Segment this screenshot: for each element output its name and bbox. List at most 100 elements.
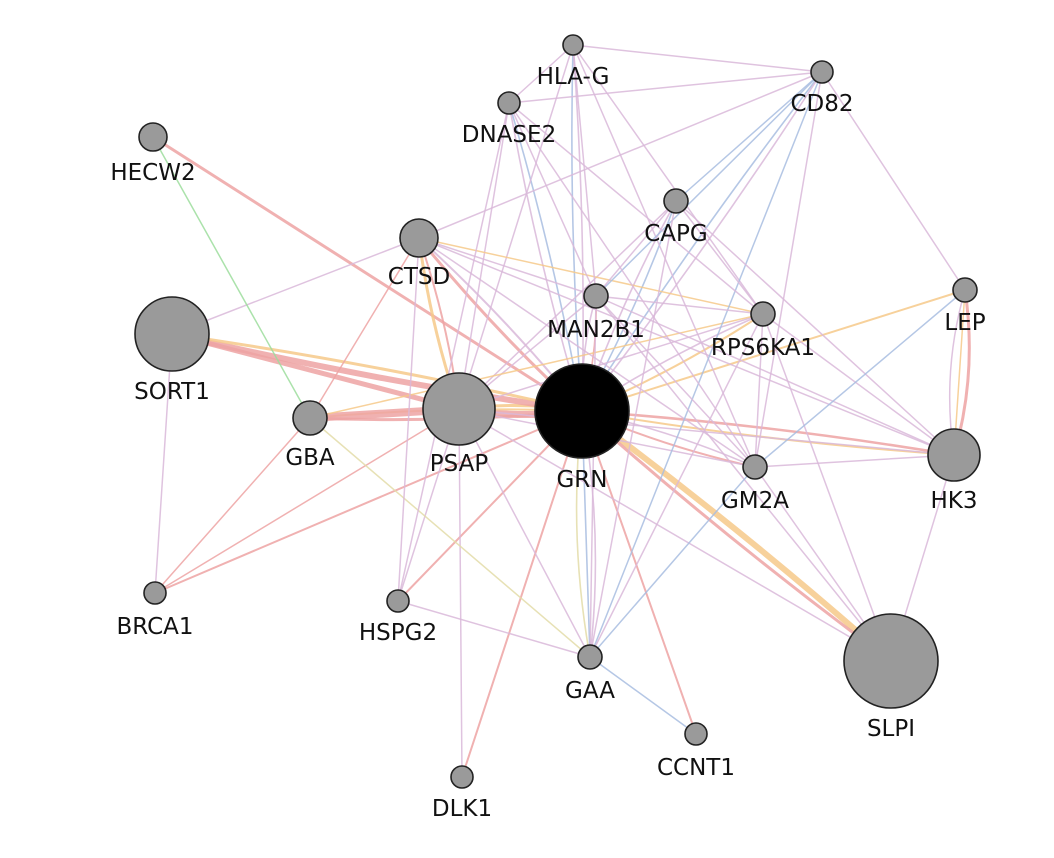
edge-psap-brca1-physical (154, 408, 460, 594)
node-circle-cd82[interactable] (810, 60, 834, 84)
edge-rps6ka1-hk3-coexpression (762, 313, 955, 456)
edge-cd82-gaa-pathway (589, 71, 823, 658)
node-circle-ccnt1[interactable] (684, 722, 708, 746)
node-circle-psap[interactable] (422, 372, 496, 446)
edge-psap-dnase2-coexpression (458, 102, 510, 410)
edge-sort1-brca1-coexpression (154, 333, 173, 594)
edge-gm2a-hk3-coexpression (754, 454, 955, 468)
edge-psap-capg-coexpression (458, 200, 677, 410)
node-gba[interactable]: GBA (285, 400, 335, 471)
node-label-dlk1: DLK1 (432, 796, 492, 822)
edge-lep-gm2a-pathway (754, 289, 966, 468)
node-psap[interactable]: PSAP (422, 372, 496, 477)
edge-dnase2-hspg2-coexpression (397, 102, 510, 602)
node-circle-hecw2[interactable] (138, 122, 168, 152)
node-circle-dnase2[interactable] (497, 91, 521, 115)
edge-grn-brca1-physical (154, 410, 583, 594)
node-circle-brca1[interactable] (143, 581, 167, 605)
node-circle-lep[interactable] (952, 277, 978, 303)
node-label-lep: LEP (944, 310, 985, 336)
edge-rps6ka1-gaa-coexpression (589, 313, 764, 658)
edge-grn-slpi-predicted (579, 408, 894, 664)
edge-capg-gaa-coexpression (589, 200, 677, 658)
edge-hla-g-cd82-coexpression (572, 44, 823, 73)
edge-ctsd-man2b1-coexpression (418, 237, 597, 297)
node-label-dnase2: DNASE2 (462, 122, 556, 148)
node-circle-grn[interactable] (534, 363, 630, 459)
node-circle-gm2a[interactable] (742, 454, 768, 480)
node-circle-sort1[interactable] (134, 296, 210, 372)
edge-psap-dlk1-coexpression (458, 408, 463, 778)
node-label-hk3: HK3 (930, 488, 977, 514)
node-circle-capg[interactable] (663, 188, 689, 214)
edge-capg-rps6ka1-coexpression (675, 200, 764, 315)
node-circle-slpi[interactable] (843, 613, 939, 709)
edge-gba-rps6ka1-predicted (309, 313, 764, 419)
edge-grn-hecw2-physical (151, 135, 584, 413)
edge-grn-slpi-physical (580, 409, 893, 663)
node-label-slpi: SLPI (867, 716, 915, 742)
node-gaa[interactable]: GAA (565, 644, 615, 704)
node-slpi[interactable]: SLPI (843, 613, 939, 742)
edge-psap-hla-g-coexpression (458, 44, 574, 410)
edge-dnase2-gm2a-coexpression (508, 102, 756, 468)
edge-capg-hk3-coexpression (675, 200, 955, 456)
edge-gaa-ccnt1-pathway (589, 656, 697, 735)
node-circle-hspg2[interactable] (386, 589, 410, 613)
node-brca1[interactable]: BRCA1 (116, 581, 194, 640)
node-label-man2b1: MAN2B1 (547, 317, 645, 343)
edge-grn-cd82-pathway (581, 71, 823, 412)
edge-hla-g-gm2a-coexpression (572, 44, 756, 468)
node-gm2a[interactable]: GM2A (721, 454, 789, 514)
node-circle-gba[interactable] (292, 400, 328, 436)
node-ccnt1[interactable]: CCNT1 (657, 722, 735, 781)
edge-man2b1-gaa-coexpression (589, 295, 597, 658)
node-label-gm2a: GM2A (721, 488, 789, 514)
node-hla-g[interactable]: HLA-G (537, 34, 610, 90)
node-circle-man2b1[interactable] (583, 283, 609, 309)
node-label-brca1: BRCA1 (116, 614, 193, 640)
node-ctsd[interactable]: CTSD (388, 218, 450, 290)
edge-cd82-capg-pathway (675, 71, 823, 202)
edge-ctsd-hk3-coexpression (418, 237, 955, 456)
node-hk3[interactable]: HK3 (927, 428, 981, 514)
edge-dnase2-man2b1-coexpression (508, 102, 597, 297)
node-label-ctsd: CTSD (388, 264, 450, 290)
node-dnase2[interactable]: DNASE2 (462, 91, 556, 148)
edge-man2b1-hk3-coexpression (595, 295, 955, 456)
edge-gba-brca1-physical (154, 417, 311, 594)
node-label-sort1: SORT1 (134, 379, 210, 405)
edge-rps6ka1-slpi-coexpression (762, 313, 892, 662)
node-circle-gaa[interactable] (577, 644, 603, 670)
node-circle-dlk1[interactable] (450, 765, 474, 789)
edge-grn-dlk1-physical (461, 410, 583, 778)
node-grn[interactable]: GRN (534, 363, 630, 493)
edge-capg-man2b1-coexpression (595, 200, 677, 297)
node-circle-ctsd[interactable] (399, 218, 439, 258)
edge-psap-slpi-coexpression (458, 408, 892, 662)
node-circle-rps6ka1[interactable] (750, 301, 776, 327)
node-hspg2[interactable]: HSPG2 (359, 589, 437, 646)
node-label-hla-g: HLA-G (537, 64, 610, 90)
node-lep[interactable]: LEP (944, 277, 986, 336)
edge-grn-hk3-physical (580, 409, 956, 457)
node-man2b1[interactable]: MAN2B1 (547, 283, 645, 343)
node-circle-hk3[interactable] (927, 428, 981, 482)
node-rps6ka1[interactable]: RPS6KA1 (711, 301, 815, 361)
edge-psap-sort1-physical (169, 331, 462, 412)
node-circle-hla-g[interactable] (562, 34, 584, 56)
edge-man2b1-rps6ka1-coexpression (595, 295, 764, 315)
node-dlk1[interactable]: DLK1 (432, 765, 492, 822)
edge-cd82-gm2a-coexpression (754, 71, 823, 468)
node-sort1[interactable]: SORT1 (134, 296, 210, 405)
node-label-hecw2: HECW2 (110, 160, 195, 186)
edge-cd82-dnase2-coexpression (508, 71, 823, 104)
node-cd82[interactable]: CD82 (790, 60, 854, 117)
edge-rps6ka1-gm2a-coexpression (754, 313, 764, 468)
node-label-cd82: CD82 (790, 91, 853, 117)
node-label-grn: GRN (556, 467, 607, 493)
node-capg[interactable]: CAPG (644, 188, 708, 247)
node-hecw2[interactable]: HECW2 (110, 122, 196, 186)
edge-grn-cd82-coexpression (581, 71, 823, 412)
